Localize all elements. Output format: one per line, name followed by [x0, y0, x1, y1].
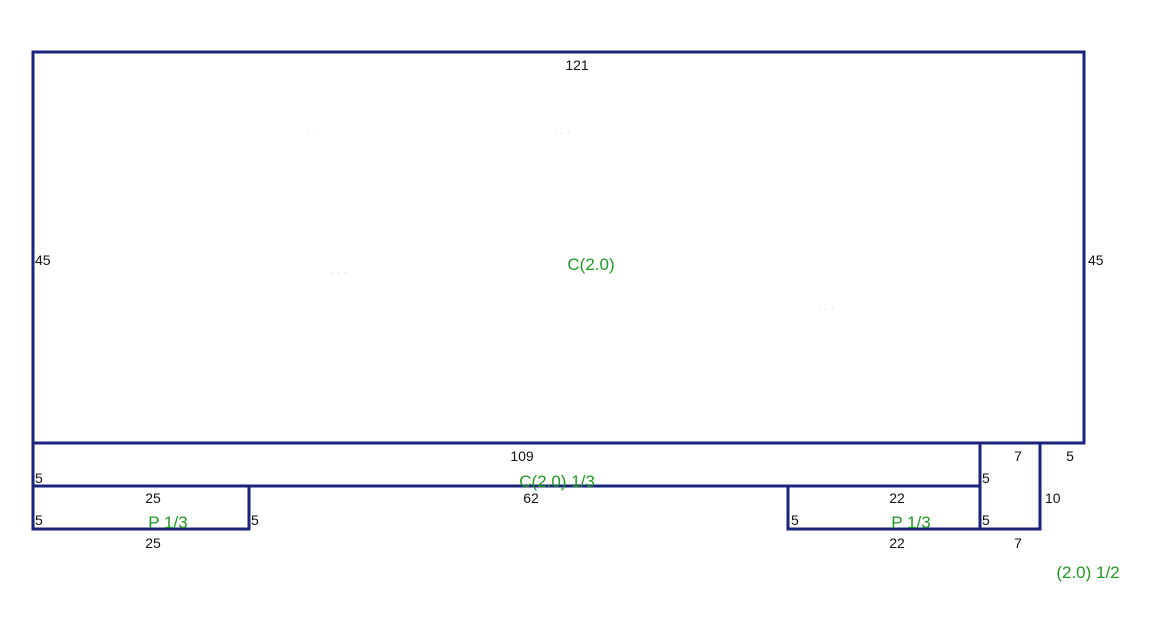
strip-right-dimension: 5 [982, 470, 990, 486]
strip-left-dimension: 5 [35, 470, 43, 486]
main-left-dimension: 45 [35, 252, 51, 268]
right-piece-bottom-dimension: 22 [889, 535, 905, 551]
outline-edges [31, 50, 1086, 531]
left-piece-bottom-dimension: 25 [145, 535, 161, 551]
main-panel-label: C(2.0) [567, 255, 614, 274]
side-right-top-dimension: 5 [1066, 448, 1074, 464]
right-piece-top-dimension: 22 [889, 490, 905, 506]
left-piece-label: P 1/3 [148, 513, 187, 532]
side-piece-label: (2.0) 1/2 [1056, 563, 1119, 582]
right-piece-right-dimension: 5 [982, 512, 990, 528]
right-piece-label: P 1/3 [891, 513, 930, 532]
side-top-dimension: 7 [1014, 448, 1022, 464]
decorative-speck: · · · [553, 127, 570, 139]
left-piece-right-dimension: 5 [251, 512, 259, 528]
side-bottom-dimension: 7 [1014, 535, 1022, 551]
left-piece-left-dimension: 5 [35, 512, 43, 528]
decorative-speck: · · · [330, 267, 347, 279]
side-height-dimension: 10 [1045, 490, 1061, 506]
decorative-speck: · · [306, 127, 316, 139]
strip-label: C(2.0) 1/3 [519, 472, 595, 491]
strip-top-dimension: 109 [510, 448, 534, 464]
right-piece-left-dimension: 5 [791, 512, 799, 528]
left-piece-top-dimension: 25 [145, 490, 161, 506]
main-right-dimension: 45 [1088, 252, 1104, 268]
decorative-speck: · · · [817, 303, 834, 315]
main-top-dimension: 121 [565, 57, 589, 73]
gap-width-dimension: 62 [523, 490, 539, 506]
